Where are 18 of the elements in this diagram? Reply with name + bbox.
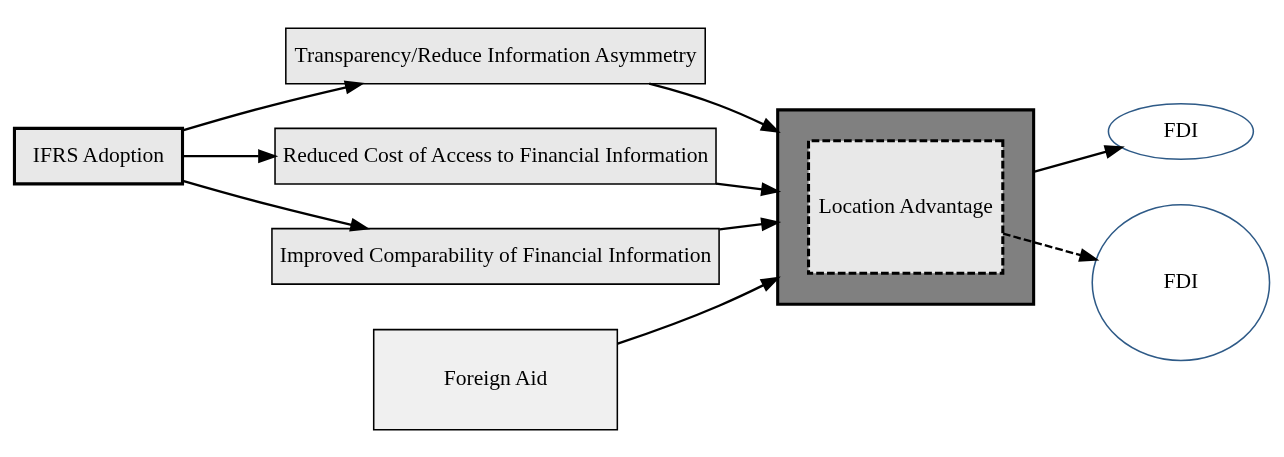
node-box: Improved Comparability of Financial Information: [271, 227, 720, 285]
arrow: [182, 148, 279, 163]
node-box: Foreign Aid: [372, 328, 619, 431]
arrow: [715, 181, 782, 196]
arrow: [182, 179, 371, 232]
arrow: [719, 216, 782, 231]
node-ellipse: FDI: [1091, 203, 1271, 361]
node-ellipse: FDI: [1107, 102, 1255, 160]
arrow: [617, 276, 781, 345]
node-box: Transparency/Reduce Information Asymmetry: [285, 26, 706, 84]
cluster: [776, 107, 1036, 306]
arrow: [182, 80, 365, 131]
arrow: [1033, 144, 1125, 173]
arrow: [648, 82, 781, 133]
node-box: Location Advantage: [807, 138, 1005, 275]
node-box: Reduced Cost of Access to Financial Information: [274, 127, 717, 185]
arrow: [1002, 232, 1100, 262]
node-box: IFRS Adoption: [12, 126, 185, 185]
